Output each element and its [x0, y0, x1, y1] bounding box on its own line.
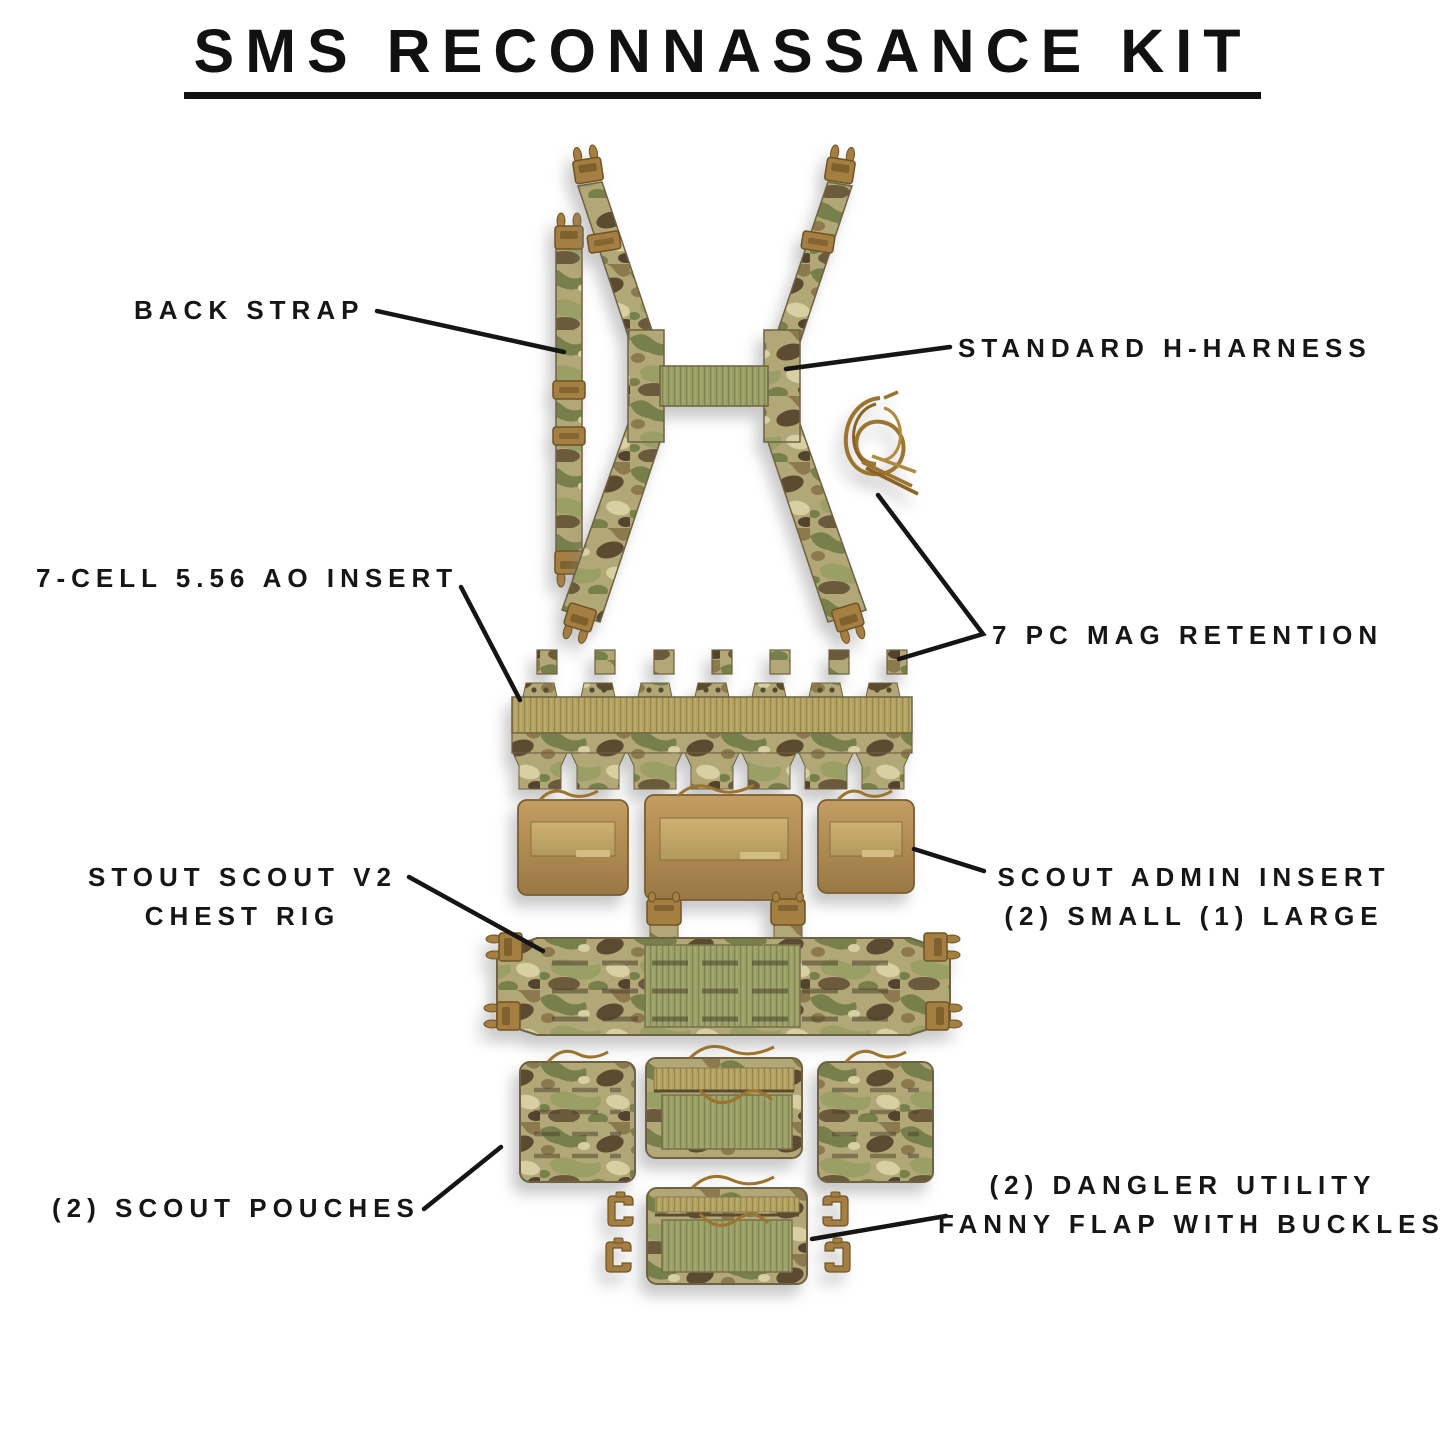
- leader-ao-insert: [458, 584, 523, 703]
- label-admin-insert: SCOUT ADMIN INSERT (2) SMALL (1) LARGE: [982, 858, 1406, 936]
- harness-top-right-buckle-icon: [823, 143, 859, 185]
- label-ao-insert: 7-CELL 5.56 AO INSERT: [36, 563, 459, 593]
- back-strap-triglide-icon: [552, 426, 586, 446]
- rig-right-top-clip-icon: [923, 932, 961, 962]
- rig-right-bottom-clip-icon: [925, 1001, 963, 1031]
- leader-dangler: [809, 1213, 949, 1242]
- leader-chest-rig: [406, 874, 546, 954]
- leader-h-harness: [783, 344, 953, 372]
- label-mag-retention: 7 PC MAG RETENTION: [992, 620, 1384, 650]
- fanny-flap-graphic: [605, 1174, 851, 1285]
- chest-rig-graphic: [483, 891, 963, 1036]
- scout-pouch-left-graphic: [519, 1049, 636, 1183]
- leader-lines: [374, 308, 987, 1242]
- label-chest-rig-line1: STOUT SCOUT V2: [88, 862, 397, 892]
- ao-insert-graphic: [511, 682, 913, 790]
- ghook-buckle-icon: [822, 1191, 849, 1227]
- admin-inserts-graphic: [517, 783, 915, 901]
- dangler-utility-pouch-graphic: [645, 1044, 803, 1159]
- mag-retention-tabs-graphic: [536, 649, 908, 675]
- ao-insert-top-tabs: [522, 682, 901, 698]
- back-strap-triglide-icon: [552, 380, 586, 400]
- label-admin-insert-line2: (2) SMALL (1) LARGE: [1004, 901, 1384, 931]
- label-chest-rig: STOUT SCOUT V2 CHEST RIG: [70, 858, 415, 936]
- label-scout-pouches: (2) SCOUT POUCHES: [52, 1193, 420, 1223]
- h-harness-graphic: [558, 143, 870, 646]
- rig-left-bottom-clip-icon: [483, 1001, 521, 1031]
- label-admin-insert-line1: SCOUT ADMIN INSERT: [997, 862, 1391, 892]
- ghook-buckle-icon: [824, 1237, 851, 1273]
- back-strap-top-buckle-icon: [554, 212, 584, 250]
- ghook-buckle-icon: [605, 1237, 632, 1273]
- harness-top-left-buckle-icon: [569, 143, 605, 185]
- label-back-strap: BACK STRAP: [134, 295, 365, 325]
- label-dangler-line1: (2) DANGLER UTILITY: [989, 1170, 1377, 1200]
- label-h-harness: STANDARD H-HARNESS: [958, 333, 1372, 363]
- label-chest-rig-line2: CHEST RIG: [144, 901, 341, 931]
- label-dangler-line2: FANNY FLAP WITH BUCKLES: [938, 1209, 1445, 1239]
- leader-mag-retention: [875, 492, 987, 662]
- label-dangler: (2) DANGLER UTILITY FANNY FLAP WITH BUCK…: [938, 1166, 1445, 1244]
- back-strap-graphic: [552, 212, 586, 588]
- scout-pouch-right-graphic: [817, 1049, 934, 1183]
- leader-admin-insert: [911, 846, 987, 874]
- page-title: SMS RECONNASSANCE KIT: [183, 16, 1262, 99]
- ghook-buckle-icon: [607, 1191, 634, 1227]
- admin-insert-small-left: [517, 789, 629, 896]
- retention-cord-graphic: [843, 390, 919, 496]
- admin-insert-large: [644, 783, 803, 901]
- admin-insert-small-right: [817, 789, 915, 894]
- leader-back-strap: [374, 308, 567, 355]
- leader-scout-pouches: [421, 1144, 504, 1212]
